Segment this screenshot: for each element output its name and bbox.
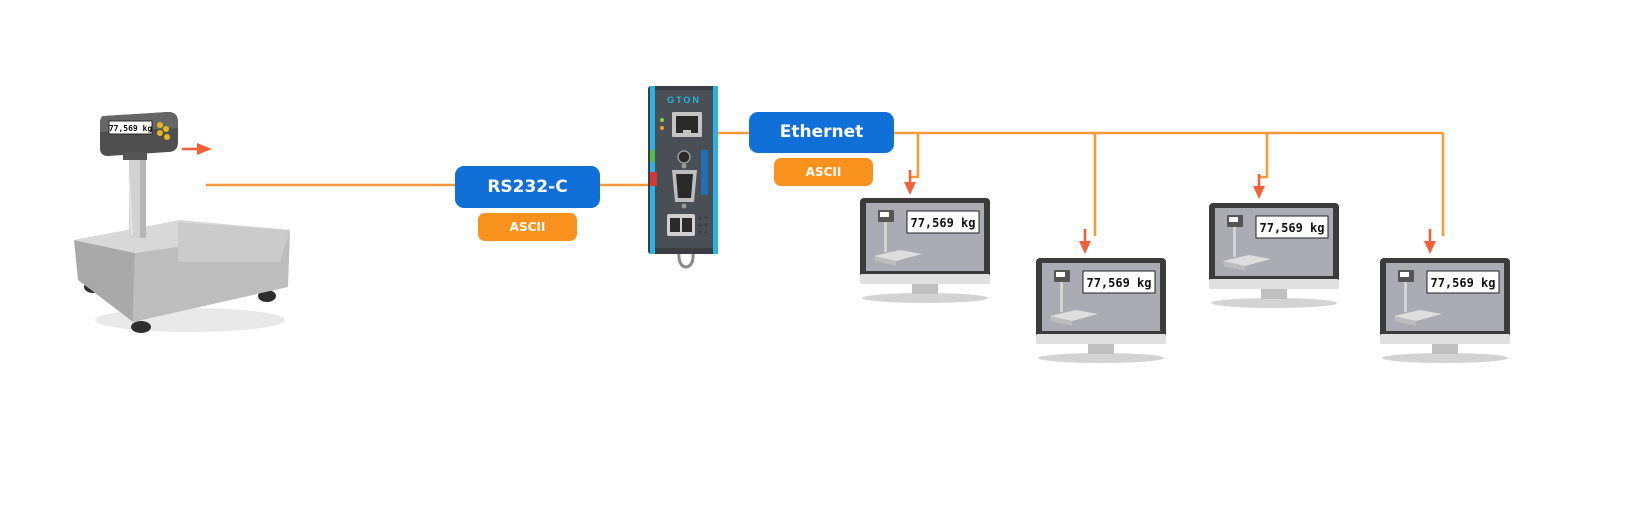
- ethernet-protocol-label: ASCII: [805, 165, 842, 179]
- monitor-2-reading: 77,569 kg: [1086, 276, 1151, 290]
- monitor-icon: 77,569 kg: [1380, 258, 1510, 363]
- ethernet-drop-line-1: [910, 133, 920, 179]
- gateway-brand-label: GTON: [667, 95, 701, 105]
- monitor-3-reading: 77,569 kg: [1259, 221, 1324, 235]
- monitor-3-arrow-icon: [1253, 174, 1265, 199]
- monitor-1: 77,569 kg: [860, 198, 990, 303]
- platform-scale-icon: 77,569 kg: [74, 112, 290, 333]
- ethernet-interface-badge: Ethernet: [749, 112, 894, 153]
- scale-output-arrow-icon: [182, 143, 212, 155]
- monitor-2: 77,569 kg: [1036, 258, 1166, 363]
- ethernet-protocol-badge: ASCII: [774, 158, 873, 186]
- monitor-4-arrow-icon: [1424, 229, 1436, 254]
- arrows: [182, 143, 1436, 254]
- serial-ethernet-gateway-icon: GTON: [648, 86, 718, 269]
- scale-display-reading: 77,569 kg: [109, 124, 153, 133]
- serial-protocol-label: ASCII: [509, 220, 546, 234]
- serial-interface-badge: RS232-C: [455, 166, 600, 208]
- monitor-4-reading: 77,569 kg: [1430, 276, 1495, 290]
- serial-protocol-badge: ASCII: [478, 213, 577, 241]
- monitor-3: 77,569 kg: [1209, 203, 1339, 308]
- monitor-1-arrow-icon: [904, 170, 916, 195]
- ethernet-drop-line-3: [1259, 133, 1269, 179]
- monitor-1-reading: 77,569 kg: [910, 216, 975, 230]
- monitor-icon: 77,569 kg: [1209, 203, 1339, 308]
- serial-interface-label: RS232-C: [487, 177, 568, 197]
- monitor-4: 77,569 kg: [1380, 258, 1510, 363]
- monitor-icon: 77,569 kg: [860, 198, 990, 303]
- ethernet-interface-label: Ethernet: [779, 122, 864, 142]
- monitor-2-arrow-icon: [1079, 229, 1091, 254]
- monitor-icon: 77,569 kg: [1036, 258, 1166, 363]
